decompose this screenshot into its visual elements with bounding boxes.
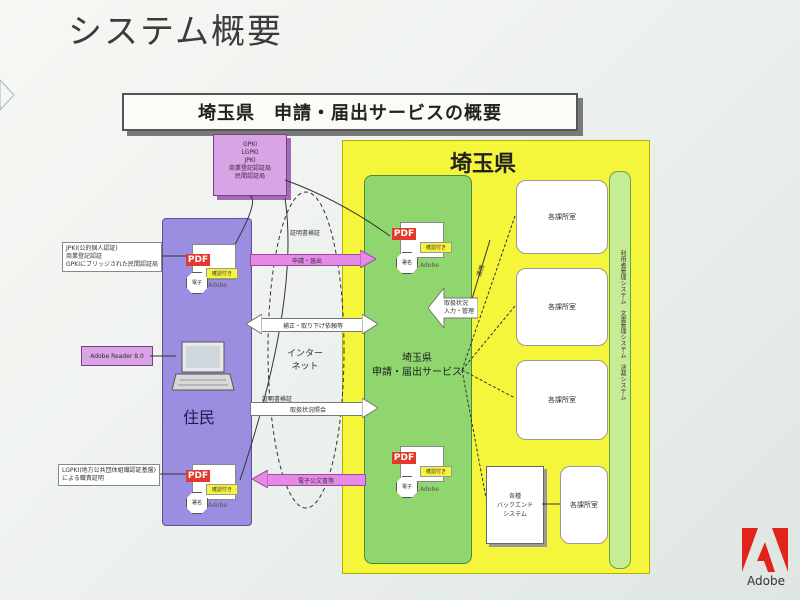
esig-text2: 署名 <box>401 259 412 266</box>
pdf-document-service-top: PDF 確認付き 署名 Adobe <box>392 222 456 278</box>
cert-verify-mid-label: 証明書検証 <box>262 396 293 403</box>
submit-arrow: 申請・届出 <box>250 254 364 266</box>
submit-arrowhead-icon <box>360 250 376 268</box>
management-systems-bar <box>609 171 631 569</box>
status-inquiry-arrowhead-icon <box>362 398 378 418</box>
esig-text3: 電子 <box>401 483 412 490</box>
cert-authority-3: 商業登記認証局 <box>228 165 271 172</box>
esig-text1: 電子 <box>191 279 202 286</box>
department-box-3: 各課所室 <box>516 360 608 440</box>
dept-line-2 <box>461 305 516 371</box>
cert-verify-line-right <box>284 179 391 237</box>
stamp-badge: 確認付き <box>420 242 452 253</box>
backend-systems-box: 各種 バックエンド システム <box>486 466 544 544</box>
adobe-brand-label: Adobe <box>747 574 785 588</box>
note-top-line3: GPKIにブリッジされた民間認証局 <box>66 261 158 268</box>
adobe-logo-icon <box>742 528 788 572</box>
status-input-line1: 取扱状況 <box>444 300 469 307</box>
cert-authority-1: LGPKI <box>241 149 259 156</box>
pdf-badge: PDF <box>186 254 210 266</box>
status-input-line2: 入力・管理 <box>444 308 475 315</box>
pdf-document-service-bottom: PDF 確認付き 電子 Adobe <box>392 446 456 502</box>
note-top-line2: 商業登記認証 <box>66 253 103 260</box>
backend-line2: バックエンド <box>496 501 533 509</box>
pdf-document-resident-bottom: PDF 確認付き 署名 Adobe <box>186 464 242 516</box>
pdf-badge: PDF <box>186 470 210 482</box>
department-box-4: 各課所室 <box>560 466 608 544</box>
stamp-badge: 確認付き <box>206 268 238 279</box>
status-inquiry-arrow: 取扱状況照会 <box>250 402 366 416</box>
pdf-document-resident-top: PDF 確認付き 電子 Adobe <box>186 244 242 296</box>
adobe-mini-label: Adobe <box>208 502 227 509</box>
cert-authority-4: 民間認証局 <box>234 173 265 180</box>
internet-label: インター ネット <box>280 348 330 374</box>
esignature-icon: 署名 <box>396 252 418 274</box>
pdf-badge: PDF <box>392 228 416 240</box>
correction-arrowhead-left-icon <box>246 314 262 334</box>
cert-verify-line-left <box>239 197 289 481</box>
diagram-banner: 埼玉県 申請・届出サービスの概要 <box>122 93 578 131</box>
backend-line3: システム <box>503 510 527 518</box>
internet-ellipse <box>267 191 345 509</box>
esignature-icon: 署名 <box>186 492 208 514</box>
cert-authority-2: JPKI <box>244 157 256 164</box>
cert-verify-line-top <box>231 195 254 251</box>
status-input-label: 取扱状況 入力・管理 <box>444 300 474 316</box>
service-label-line2: 申請・届出サービス <box>372 367 462 378</box>
backend-line1: 各種 <box>508 492 521 500</box>
department-box-1: 各課所室 <box>516 180 608 254</box>
esig-text4: 署名 <box>191 499 202 506</box>
adobe-mini-label: Adobe <box>420 486 439 493</box>
status-input-arrow-icon <box>428 288 478 328</box>
backend-line <box>461 369 487 499</box>
resident-label: 住民 <box>183 408 216 427</box>
adobe-reader-box: Adobe Reader 8.0 <box>81 346 153 366</box>
decorative-triangle-icon <box>0 79 15 111</box>
certificate-authority-box: GPKI LGPKI JPKI 商業登記認証局 民間認証局 <box>213 134 287 196</box>
service-label-line1: 埼玉県 <box>402 353 432 364</box>
adobe-mini-label: Adobe <box>420 262 439 269</box>
stamp-badge: 確認付き <box>420 466 452 477</box>
e-notice-arrow: 電子公文書等 <box>266 474 366 486</box>
laptop-icon <box>172 341 235 391</box>
management-systems-label: 利用者管理システム 文書管理システム 決裁システム <box>619 250 626 400</box>
esignature-icon: 電子 <box>186 272 208 294</box>
note-bottom-line1: LGPKI(地方公共団体組織認証基盤) <box>62 467 156 474</box>
note-bottom: LGPKI(地方公共団体組織認証基盤) による職責証明 <box>58 464 160 486</box>
internet-label-line2: ネット <box>291 362 319 372</box>
department-box-2: 各課所室 <box>516 268 608 346</box>
dept-line-1 <box>461 215 516 371</box>
saitama-zone-title: 埼玉県 <box>450 152 517 177</box>
cert-authority-0: GPKI <box>243 141 257 148</box>
internet-label-line1: インター <box>286 349 323 359</box>
cert-verify-top-label: 証明書検証 <box>290 230 321 237</box>
note-top: JPKI(公的個人認証) 商業登記認証 GPKIにブリッジされた民間認証局 <box>62 242 162 272</box>
esignature-icon: 電子 <box>396 476 418 498</box>
slide-title: システム概要 <box>68 12 283 52</box>
application-service-label: 埼玉県 申請・届出サービス <box>364 352 470 380</box>
pdf-badge: PDF <box>392 452 416 464</box>
note-top-line1: JPKI(公的個人認証) <box>66 245 118 252</box>
e-notice-arrowhead-icon <box>252 470 268 488</box>
dept-line-3 <box>461 369 516 399</box>
correction-arrow: 補正・取り下げ依頼等 <box>260 318 366 332</box>
adobe-mini-label: Adobe <box>208 282 227 289</box>
stamp-badge: 確認付き <box>206 484 238 495</box>
correction-arrowhead-right-icon <box>362 314 378 334</box>
note-bottom-line2: による職責証明 <box>62 475 104 482</box>
